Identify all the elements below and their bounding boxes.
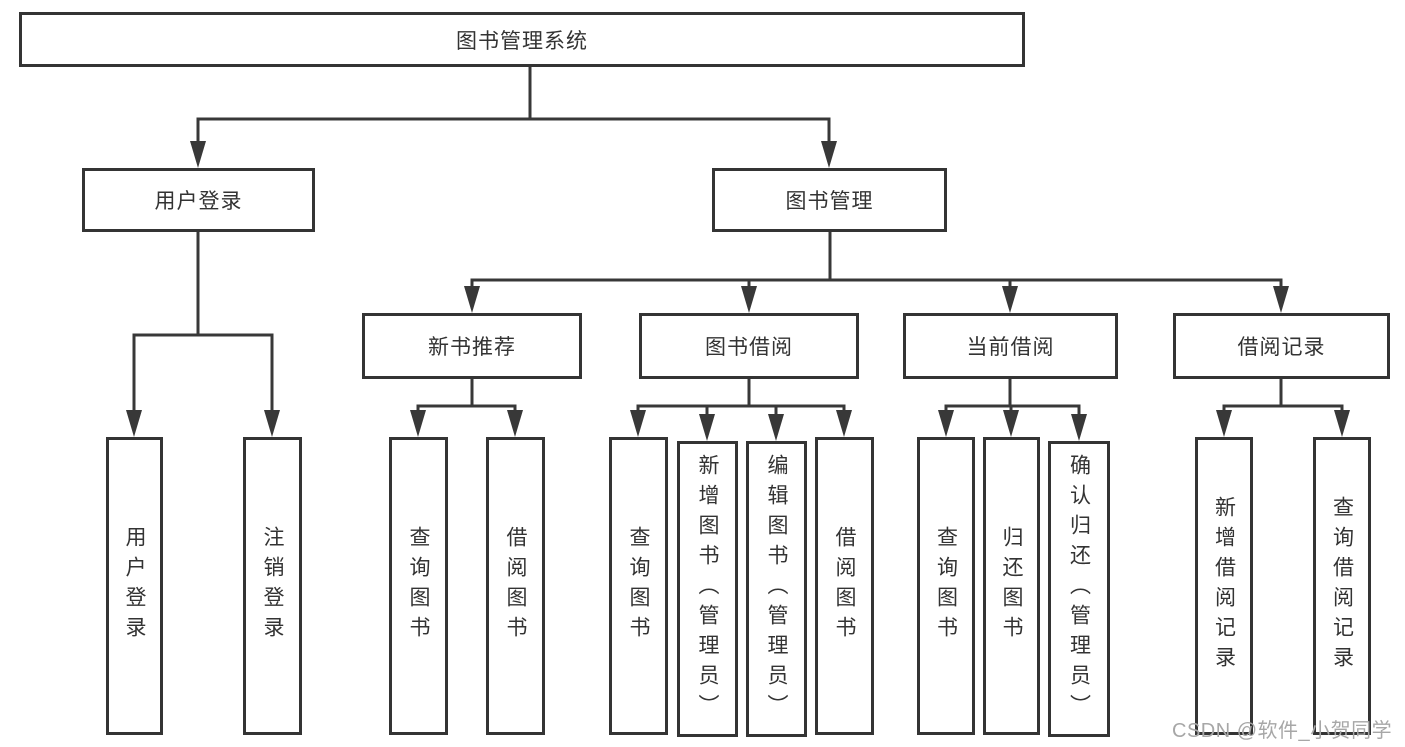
node-user-login-label: 用户登录 [154, 190, 243, 213]
connector-currentborrow-children [938, 379, 1087, 441]
connector-borrowrecord-children [1216, 379, 1350, 437]
node-new-book-recommend-label: 新书推荐 [428, 336, 516, 359]
node-bb-query-books-label: 查询图书 [627, 526, 650, 646]
node-bb-add-books-admin-label: 新增图书（管理员） [696, 454, 719, 724]
node-rec-query-books-label: 查询图书 [407, 526, 430, 646]
node-bb-query-books: 查询图书 [609, 437, 668, 735]
node-cb-query-books: 查询图书 [917, 437, 975, 735]
node-book-borrowing: 图书借阅 [639, 313, 859, 379]
node-bb-borrow-books: 借阅图书 [815, 437, 874, 735]
connector-root-to-level2 [190, 67, 837, 168]
node-br-add-record: 新增借阅记录 [1195, 437, 1253, 735]
node-book-borrowing-label: 图书借阅 [705, 336, 793, 359]
node-book-management: 图书管理 [712, 168, 947, 232]
node-borrowing-records-label: 借阅记录 [1237, 336, 1326, 359]
node-root: 图书管理系统 [19, 12, 1025, 67]
node-borrowing-records: 借阅记录 [1173, 313, 1390, 379]
node-logout-label: 注销登录 [261, 526, 284, 646]
node-bb-add-books-admin: 新增图书（管理员） [677, 441, 738, 737]
node-user-login-sub-label: 用户登录 [123, 526, 146, 646]
node-rec-borrow-books: 借阅图书 [486, 437, 545, 735]
node-current-borrowing: 当前借阅 [903, 313, 1118, 379]
node-rec-borrow-books-label: 借阅图书 [504, 526, 527, 646]
node-book-management-label: 图书管理 [785, 190, 874, 213]
node-br-query-record-label: 查询借阅记录 [1330, 496, 1354, 676]
node-user-login-sub: 用户登录 [106, 437, 163, 735]
node-bb-borrow-books-label: 借阅图书 [833, 526, 856, 646]
node-bb-edit-books-admin-label: 编辑图书（管理员） [765, 454, 788, 724]
node-rec-query-books: 查询图书 [389, 437, 448, 735]
node-logout: 注销登录 [243, 437, 302, 735]
connector-newbookrec-children [410, 379, 523, 437]
node-user-login: 用户登录 [82, 168, 315, 232]
node-new-book-recommend: 新书推荐 [362, 313, 582, 379]
connector-bookborrow-children [630, 379, 852, 441]
node-cb-confirm-return-admin-label: 确认归还（管理员） [1067, 454, 1091, 724]
node-cb-return-books: 归还图书 [983, 437, 1040, 735]
connector-userlogin-children [126, 232, 280, 437]
node-root-label: 图书管理系统 [456, 29, 588, 53]
node-bb-edit-books-admin: 编辑图书（管理员） [746, 441, 807, 737]
node-current-borrowing-label: 当前借阅 [966, 336, 1055, 359]
node-br-query-record: 查询借阅记录 [1313, 437, 1371, 735]
node-cb-query-books-label: 查询图书 [934, 526, 958, 646]
node-br-add-record-label: 新增借阅记录 [1212, 496, 1236, 676]
node-cb-return-books-label: 归还图书 [1000, 526, 1023, 646]
node-cb-confirm-return-admin: 确认归还（管理员） [1048, 441, 1110, 737]
watermark: CSDN @软件_小贺同学 [1172, 720, 1393, 742]
connector-bookmgmt-to-level3 [464, 232, 1289, 313]
